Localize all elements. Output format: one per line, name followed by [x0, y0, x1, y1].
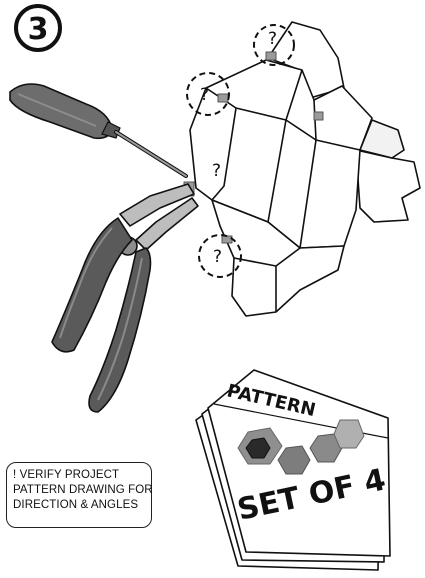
- note-line: ! VERIFY PROJECT: [13, 469, 120, 481]
- dashed-circle: [186, 72, 230, 116]
- screwdriver-icon: [9, 83, 188, 178]
- folded-piece: [183, 21, 421, 317]
- note-line: DIRECTION & ANGLES: [13, 499, 139, 511]
- question-mark: ?: [268, 29, 277, 49]
- question-mark: ?: [213, 247, 222, 267]
- note-line: PATTERN DRAWING FOR: [13, 484, 153, 496]
- pliers-icon: [51, 183, 199, 413]
- inspection-markers: [186, 24, 295, 278]
- dashed-circle: [253, 24, 295, 66]
- question-mark: ?: [212, 161, 221, 181]
- question-mark: ?: [200, 85, 209, 105]
- step-number: 3: [28, 12, 49, 47]
- dashed-circle: [198, 234, 242, 278]
- verify-note: ! VERIFY PROJECT PATTERN DRAWING FOR DIR…: [6, 462, 153, 528]
- pattern-sheets: [195, 369, 391, 571]
- step-badge: 3: [14, 4, 62, 52]
